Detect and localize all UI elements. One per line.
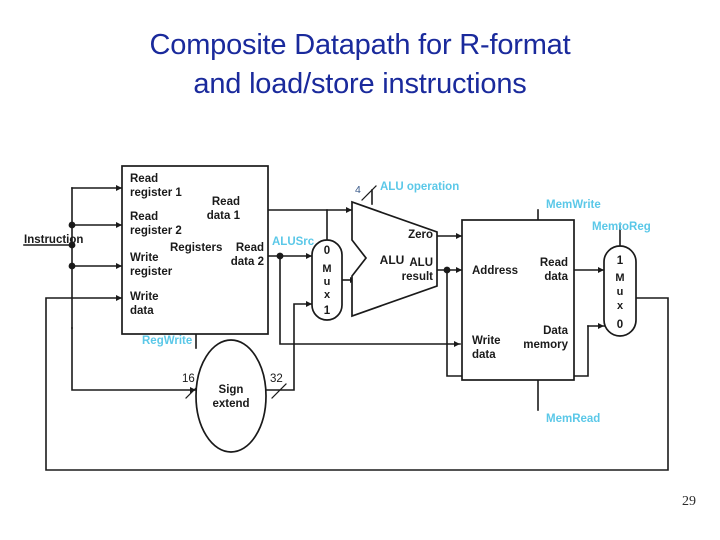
page-title: Composite Datapath for R-format and load… xyxy=(30,26,690,104)
read-data-1-label-line1: Read xyxy=(212,196,240,208)
alu-src-mux-input-0: 0 xyxy=(324,245,330,257)
wire-32-slash xyxy=(271,383,287,399)
control-signal-layer: ALU operation ALUSrc RegWrite MemWrite M… xyxy=(142,181,651,425)
read-register-1-label-line2: register 1 xyxy=(130,187,182,199)
title-line-1: Composite Datapath for R-format xyxy=(149,29,571,61)
wire-to-sign-extend xyxy=(71,327,197,393)
mem-to-reg-mux-block xyxy=(603,245,637,337)
mem-to-reg-mux-letter-u: u xyxy=(617,286,624,298)
junction-dot-instr-c xyxy=(68,262,76,270)
label-layer: Instruction Read register 1 Read registe… xyxy=(24,173,625,410)
instruction-bus-label: Instruction xyxy=(24,234,83,246)
wire-alu-ctrl-slash xyxy=(361,185,377,201)
read-register-1-label-line1: Read xyxy=(130,173,158,185)
data-memory-block xyxy=(461,219,575,381)
read-data-2-label-line2: data 2 xyxy=(231,256,264,268)
mem-to-reg-label: MemtoReg xyxy=(592,221,651,233)
write-data-label-line2: data xyxy=(130,305,154,317)
registers-title: Registers xyxy=(170,242,222,254)
data-memory-title-line2: memory xyxy=(523,339,568,351)
datapath-svg: Instruction Read register 1 Read registe… xyxy=(23,165,669,471)
reg-write-label: RegWrite xyxy=(142,335,192,347)
read-register-2-label-line1: Read xyxy=(130,211,158,223)
data-memory-read-data-line1: Read xyxy=(540,257,568,269)
junction-dot-instr-a xyxy=(68,221,76,229)
read-register-2-label-line2: register 2 xyxy=(130,225,182,237)
sign-extend-label-line2: extend xyxy=(212,398,249,410)
title-line-2: and load/store instructions xyxy=(193,67,527,100)
mem-to-reg-mux-letter-x: x xyxy=(617,300,624,312)
alu-block xyxy=(351,200,438,318)
register-file-block xyxy=(121,165,269,335)
sign-extend-label-line1: Sign xyxy=(219,384,244,396)
mem-to-reg-mux-input-1: 1 xyxy=(617,255,624,267)
alu-zero-label: Zero xyxy=(408,229,433,241)
alu-src-mux-input-1: 1 xyxy=(324,305,331,317)
junction-dots xyxy=(68,221,451,274)
alu-operation-label: ALU operation xyxy=(380,181,459,193)
alu-result-label-line1: ALU xyxy=(409,257,433,269)
page-number: 29 xyxy=(682,494,696,509)
data-memory-write-data-line1: Write xyxy=(472,335,501,347)
read-data-1-label-line2: data 1 xyxy=(207,210,241,222)
data-memory-address-label: Address xyxy=(472,265,518,277)
write-register-label-line1: Write xyxy=(130,252,159,264)
datapath-diagram: Instruction Read register 1 Read registe… xyxy=(0,148,720,508)
mem-write-label: MemWrite xyxy=(546,199,601,211)
mem-to-reg-mux-letter-m: M xyxy=(615,272,624,284)
sign-extend-output-width: 32 xyxy=(270,373,283,385)
data-memory-title-line1: Data xyxy=(543,325,569,337)
mem-read-label: MemRead xyxy=(546,413,600,425)
alu-src-mux-letter-m: M xyxy=(322,263,331,275)
mem-to-reg-mux-input-0: 0 xyxy=(617,319,623,331)
sign-extend-block xyxy=(195,339,267,453)
data-memory-write-data-line2: data xyxy=(472,349,496,361)
junction-dot-read-data-2 xyxy=(276,252,284,260)
alu-label: ALU xyxy=(380,253,405,267)
wire-read-data-2-to-mem-write-data xyxy=(279,255,461,347)
alu-src-mux-block xyxy=(311,239,343,321)
alu-control-width-label: 4 xyxy=(355,184,361,196)
read-data-2-label-line1: Read xyxy=(236,242,264,254)
write-register-label-line2: register xyxy=(130,266,173,278)
junction-dot-instr-b xyxy=(68,241,76,249)
alu-src-mux-letter-x: x xyxy=(324,289,331,301)
alu-src-mux-letter-u: u xyxy=(324,276,331,288)
junction-dot-alu-result xyxy=(443,266,451,274)
write-data-label-line1: Write xyxy=(130,291,159,303)
data-memory-read-data-line2: data xyxy=(544,271,568,283)
wire-writeback-path xyxy=(45,295,669,471)
sign-extend-input-width: 16 xyxy=(182,373,195,385)
alu-src-label: ALUSrc xyxy=(272,236,315,248)
alu-result-label-line2: result xyxy=(402,271,433,283)
